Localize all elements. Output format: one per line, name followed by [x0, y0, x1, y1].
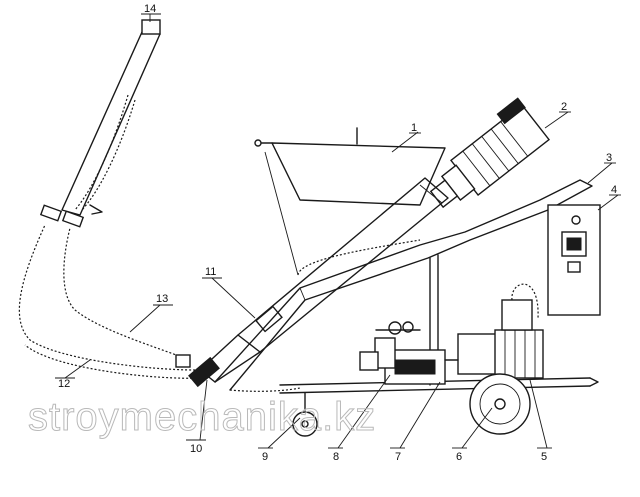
compressor — [457, 283, 544, 379]
drive-motor — [429, 97, 550, 209]
main-wheel — [469, 373, 531, 435]
control-cabinet — [547, 204, 601, 316]
callout-8: 8 — [333, 451, 339, 463]
callout-10: 10 — [190, 443, 202, 455]
hoses — [18, 94, 421, 392]
leader-lines — [64, 14, 619, 449]
callout-14: 14 — [144, 3, 156, 15]
callouts: 1 2 3 4 5 6 7 8 9 10 11 12 13 14 — [55, 3, 621, 463]
watermark-text: stroymechanika.kz — [28, 395, 376, 439]
callout-9: 9 — [262, 451, 268, 463]
callout-13: 13 — [156, 293, 168, 305]
callout-2: 2 — [561, 101, 567, 113]
hopper — [254, 127, 446, 276]
callout-12: 12 — [58, 378, 70, 390]
callout-6: 6 — [456, 451, 462, 463]
spray-gun — [39, 19, 161, 228]
callout-5: 5 — [541, 451, 547, 463]
water-pump-unit — [359, 321, 459, 385]
callout-1: 1 — [411, 122, 417, 134]
callout-4: 4 — [611, 184, 617, 196]
callout-7: 7 — [395, 451, 401, 463]
callout-11: 11 — [205, 266, 216, 278]
pump-tube — [188, 177, 449, 388]
callout-3: 3 — [606, 152, 612, 164]
